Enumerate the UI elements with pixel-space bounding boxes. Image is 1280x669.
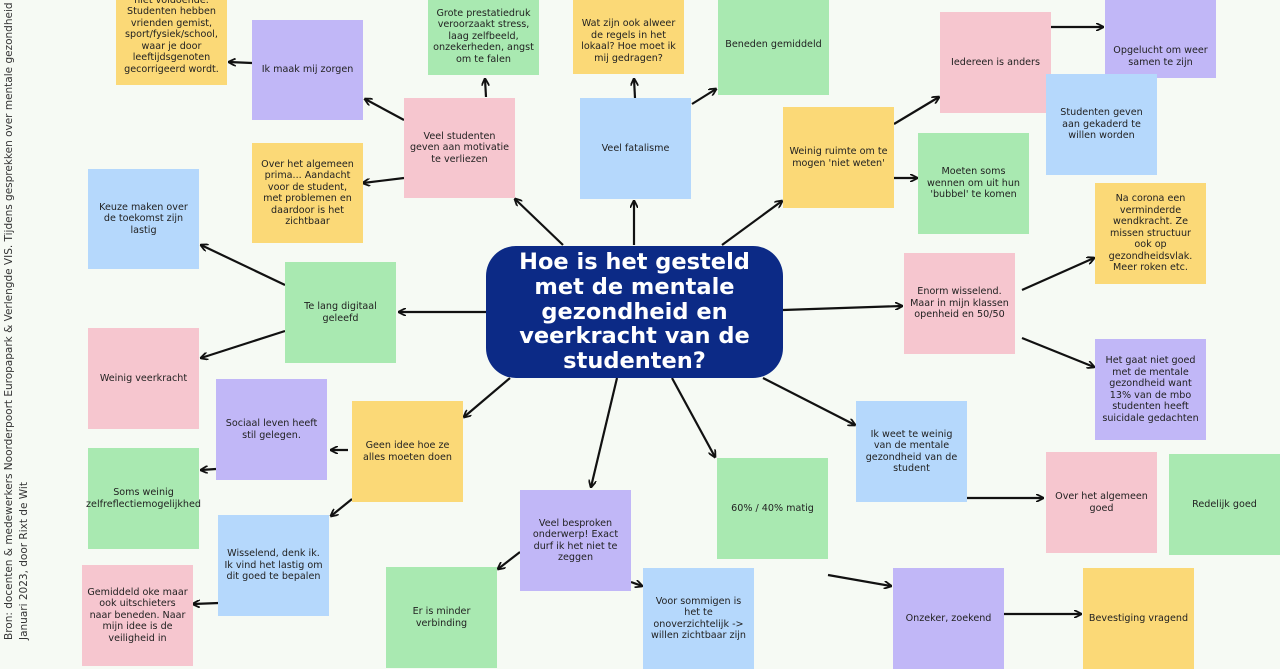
note-veel-besproken: Veel besproken onderwerp! Exact durf ik … xyxy=(520,490,631,591)
note-opgelucht: Opgelucht om weer samen te zijn xyxy=(1105,0,1216,78)
note-text: Keuze maken over de toekomst zijn lastig xyxy=(99,201,188,236)
note-text: Moeten soms wennen om uit hun 'bubbel' t… xyxy=(926,166,1020,201)
note-onzeker-zoekend: Onzeker, zoekend xyxy=(893,568,1004,669)
note-keuze-maken: Keuze maken over de toekomst zijn lastig xyxy=(88,169,199,269)
note-text: 60% / 40% matig xyxy=(731,502,814,514)
arrow-connector xyxy=(363,176,405,183)
note-iedereen-is-anders: Iedereen is anders xyxy=(940,12,1051,113)
note-onoverzichtelijk: Voor sommigen is het te onoverzichtelijk… xyxy=(643,568,754,669)
note-zelfreflectie: Soms weinig zelfreflectiemogelijkhed xyxy=(86,448,201,549)
arrow-connector xyxy=(721,201,782,246)
note-sociaal-leven: Sociaal leven heeft stil gelegen. xyxy=(216,379,327,480)
note-niet-goed-13: Het gaat niet goed met de mentale gezond… xyxy=(1095,339,1206,440)
note-weinig-veerkracht: Weinig veerkracht xyxy=(88,328,199,429)
arrow-connector xyxy=(201,469,217,470)
note-text: Ik weet te weinig van de mentale gezondh… xyxy=(865,428,958,475)
note-niet-voldoende: niet voldoende. Studenten hebben vriende… xyxy=(116,0,227,85)
note-te-weinig-weten: Ik weet te weinig van de mentale gezondh… xyxy=(856,401,967,502)
note-text: Veel besproken onderwerp! Exact durf ik … xyxy=(532,517,619,564)
note-bevestiging-vragend: Bevestiging vragend xyxy=(1083,568,1194,669)
note-text: Het gaat niet goed met de mentale gezond… xyxy=(1102,355,1199,424)
note-text: Soms weinig zelfreflectiemogelijkhed xyxy=(86,487,201,510)
note-gemiddeld-oke: Gemiddeld oke maar ook uitschieters naar… xyxy=(82,565,193,666)
note-text: Voor sommigen is het te onoverzichtelijk… xyxy=(651,595,746,642)
note-beneden-gemiddeld: Beneden gemiddeld xyxy=(718,0,829,95)
note-redelijk-goed: Redelijk goed xyxy=(1169,454,1280,555)
note-text: Te lang digitaal geleefd xyxy=(304,301,377,324)
note-algemeen-goed: Over het algemeen goed xyxy=(1046,452,1157,553)
arrow-connector xyxy=(762,377,855,425)
arrow-connector xyxy=(331,498,353,516)
note-zestig-veertig: 60% / 40% matig xyxy=(717,458,828,559)
arrow-connector xyxy=(201,329,286,358)
arrow-connector xyxy=(229,62,253,63)
arrow-connector xyxy=(1021,336,1094,367)
arrow-connector xyxy=(893,97,939,125)
note-gekaderd: Studenten geven aan gekaderd te willen w… xyxy=(1046,74,1157,175)
note-weinig-ruimte: Weinig ruimte om te mogen 'niet weten' xyxy=(783,107,894,208)
note-text: Redelijk goed xyxy=(1192,498,1257,510)
note-na-corona: Na corona een verminderde wendkracht. Ze… xyxy=(1095,183,1206,284)
arrow-connector xyxy=(671,377,715,457)
note-text: Iedereen is anders xyxy=(951,56,1040,68)
arrow-connector xyxy=(498,551,521,569)
note-text: Onzeker, zoekend xyxy=(905,612,992,624)
note-text: Studenten geven aan gekaderd te willen w… xyxy=(1060,107,1143,142)
note-text: Opgelucht om weer samen te zijn xyxy=(1113,45,1208,68)
arrow-connector xyxy=(591,377,619,487)
credit-line-2: Januari 2023, door Rixt de Wit xyxy=(18,482,31,640)
note-text: Bevestiging vragend xyxy=(1088,612,1189,624)
note-text: Sociaal leven heeft stil gelegen. xyxy=(225,418,318,441)
note-enorm-wisselend: Enorm wisselend. Maar in mijn klassen op… xyxy=(904,253,1015,354)
note-bubbel: Moeten soms wennen om uit hun 'bubbel' t… xyxy=(918,133,1029,234)
note-regels-lokaal: Wat zijn ook alweer de regels in het lok… xyxy=(573,0,684,74)
arrow-connector xyxy=(201,245,286,286)
note-text: Wisselend, denk ik. Ik vind het lastig o… xyxy=(224,548,323,583)
arrow-connector xyxy=(691,89,716,105)
note-motivatie-verliezen: Veel studenten geven aan motivatie te ve… xyxy=(404,98,515,198)
note-text: Er is minder verbinding xyxy=(412,606,471,629)
arrow-connector xyxy=(365,99,405,121)
note-text: Over het algemeen goed xyxy=(1055,491,1148,514)
credit-line-1: Bron: docenten & medewerkers Noorderpoor… xyxy=(3,0,15,640)
note-text: Enorm wisselend. Maar in mijn klassen op… xyxy=(910,286,1009,321)
note-text: Weinig ruimte om te mogen 'niet weten' xyxy=(789,146,888,169)
arrow-connector xyxy=(634,79,635,99)
note-te-lang-digitaal: Te lang digitaal geleefd xyxy=(285,262,396,363)
note-geen-idee: Geen idee hoe ze alles moeten doen xyxy=(352,401,463,502)
arrow-connector xyxy=(1021,258,1094,292)
note-text: Veel studenten geven aan motivatie te ve… xyxy=(409,130,510,165)
note-text: Ik maak mij zorgen xyxy=(261,64,354,76)
note-text: Beneden gemiddeld xyxy=(725,39,822,51)
note-wisselend-denk-ik: Wisselend, denk ik. Ik vind het lastig o… xyxy=(218,515,329,616)
arrow-connector xyxy=(515,199,564,246)
note-grote-prestatiedruk: Grote prestatiedruk veroorzaakt stress, … xyxy=(428,0,539,75)
note-ik-maak-mij-zorgen: Ik maak mij zorgen xyxy=(252,20,363,120)
arrow-connector xyxy=(485,79,486,98)
note-text: Wat zijn ook alweer de regels in het lok… xyxy=(581,18,676,64)
arrow-connector xyxy=(630,582,642,586)
note-text: Na corona een verminderde wendkracht. Ze… xyxy=(1108,193,1193,274)
note-text: Geen idee hoe ze alles moeten doen xyxy=(362,440,452,463)
note-veel-fatalisme: Veel fatalisme xyxy=(580,98,691,199)
note-text: Weinig veerkracht xyxy=(99,372,188,384)
note-text: Grote prestatiedruk veroorzaakt stress, … xyxy=(433,7,534,65)
note-text: Gemiddeld oke maar ook uitschieters naar… xyxy=(87,586,188,644)
note-over-het-algemeen-prima: Over het algemeen prima... Aandacht voor… xyxy=(252,143,363,243)
note-text: Over het algemeen prima... Aandacht voor… xyxy=(261,158,354,228)
arrow-connector xyxy=(782,306,902,312)
note-minder-verbinding: Er is minder verbinding xyxy=(386,567,497,668)
arrow-connector xyxy=(827,573,891,586)
arrow-connector xyxy=(464,377,511,417)
arrow-connector xyxy=(193,603,220,604)
source-credit: Bron: docenten & medewerkers Noorderpoor… xyxy=(2,0,32,640)
note-text: niet voldoende. Studenten hebben vriende… xyxy=(124,0,219,75)
central-question: Hoe is het gesteld met de mentale gezond… xyxy=(486,246,783,378)
note-text: Veel fatalisme xyxy=(601,142,670,154)
